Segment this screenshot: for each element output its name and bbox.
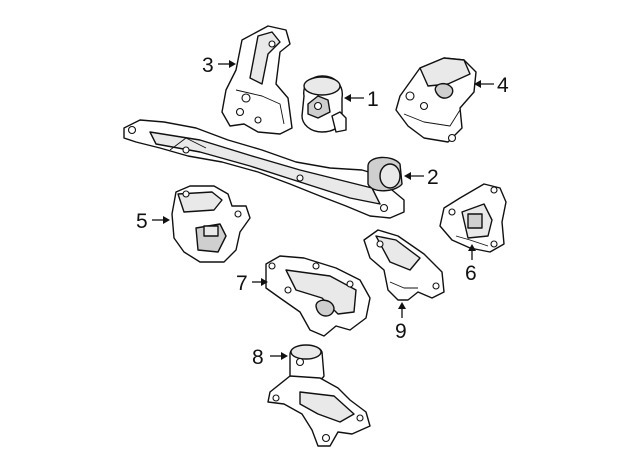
- callout-2: 2: [404, 166, 439, 189]
- part-7-bracket[interactable]: [265, 255, 371, 337]
- callout-9-number: 9: [395, 320, 407, 343]
- part-8-mount[interactable]: [267, 344, 371, 447]
- callout-4: 4: [474, 74, 509, 97]
- part-5-mount[interactable]: [171, 185, 251, 263]
- callout-9: 9: [395, 302, 407, 343]
- callout-3: 3: [202, 54, 236, 77]
- callout-2-number: 2: [427, 166, 439, 189]
- callout-5-number: 5: [136, 210, 148, 233]
- callout-6: 6: [465, 244, 477, 285]
- callout-5: 5: [136, 210, 170, 233]
- callout-8: 8: [252, 346, 288, 369]
- part-2-crossmember[interactable]: [123, 119, 405, 219]
- part-3-bracket[interactable]: [221, 25, 293, 135]
- part-1-mount[interactable]: [301, 75, 347, 133]
- callout-1: 1: [344, 88, 379, 111]
- callout-4-number: 4: [497, 74, 509, 97]
- callout-8-number: 8: [252, 346, 264, 369]
- callout-7-number: 7: [236, 272, 248, 295]
- callout-6-number: 6: [465, 262, 477, 285]
- part-4-mount[interactable]: [395, 57, 477, 143]
- callout-3-number: 3: [202, 54, 214, 77]
- callout-1-number: 1: [367, 88, 379, 111]
- part-6-bracket[interactable]: [439, 183, 507, 253]
- callout-7: 7: [236, 272, 268, 295]
- part-9-bracket[interactable]: [363, 229, 445, 301]
